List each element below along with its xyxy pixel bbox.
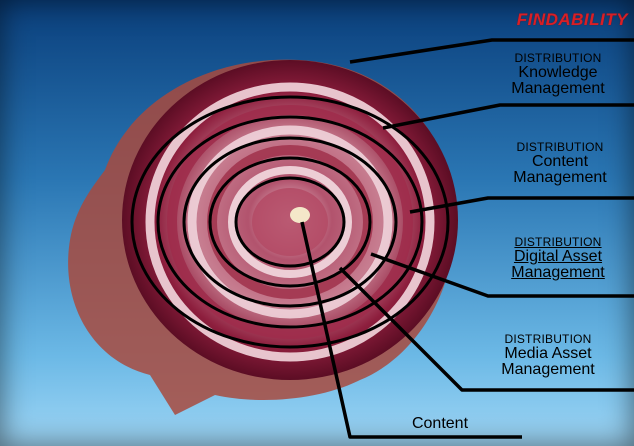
label-dam-line2: Management	[488, 265, 628, 281]
label-content-management: DISTRIBUTION Content Management	[490, 141, 630, 186]
label-knowledge-management: DISTRIBUTION Knowledge Management	[488, 52, 628, 97]
label-dam-line1: Digital Asset	[488, 249, 628, 265]
label-digital-asset-management: DISTRIBUTION Digital Asset Management	[488, 236, 628, 281]
label-mam-line2: Management	[478, 362, 618, 378]
label-km-line2: Management	[488, 81, 628, 97]
title-findability: FINDABILITY	[517, 10, 628, 30]
label-cm-line2: Management	[490, 170, 630, 186]
label-content: Content	[400, 416, 480, 432]
label-media-asset-management: DISTRIBUTION Media Asset Management	[478, 333, 618, 378]
label-mam-line1: Media Asset	[478, 346, 618, 362]
label-km-line1: Knowledge	[488, 65, 628, 81]
label-cm-line1: Content	[490, 154, 630, 170]
